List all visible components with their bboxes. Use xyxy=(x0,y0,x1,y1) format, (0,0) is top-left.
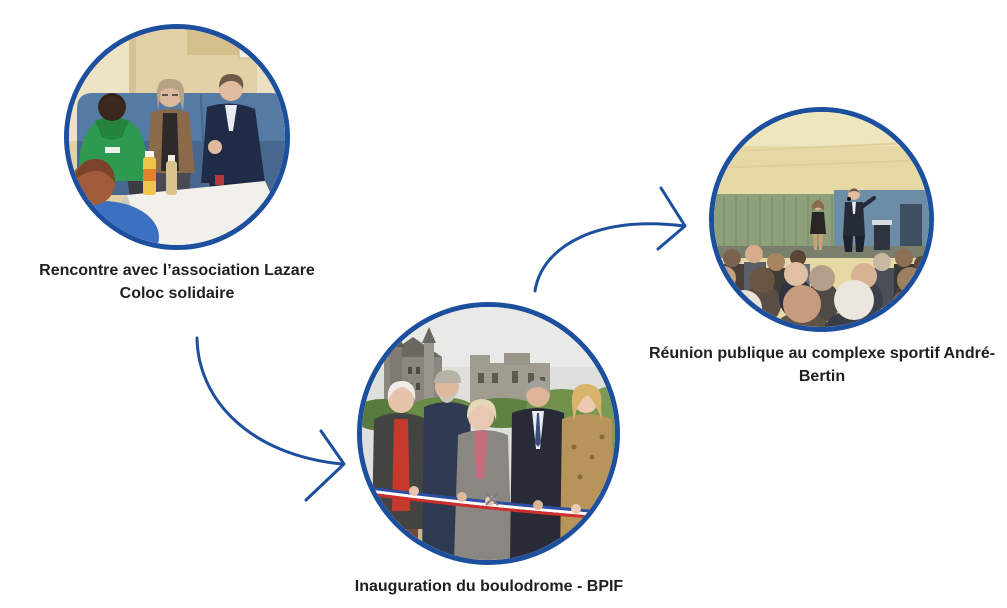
person-woman-center xyxy=(454,399,512,560)
event-photo-public-meeting xyxy=(709,107,934,332)
speaker-woman xyxy=(810,200,826,250)
person-man-suit xyxy=(510,379,568,560)
curved-arrow-icon xyxy=(195,336,346,502)
event-caption: Inauguration du boulodrome - BPIF xyxy=(354,578,624,595)
bottles xyxy=(143,151,224,195)
event-caption: Rencontre avec l’association Lazare Colo… xyxy=(39,262,315,302)
door-frame xyxy=(129,29,136,141)
scissors-icon xyxy=(485,492,499,506)
light-switch xyxy=(238,44,251,59)
speaker-man-microphone xyxy=(843,188,876,252)
ceiling-beam xyxy=(187,29,285,55)
event-caption: Réunion publique au complexe sportif And… xyxy=(648,345,996,385)
photo-scene xyxy=(69,29,285,245)
event-photo-boulodrome-inauguration xyxy=(357,302,620,565)
ceiling-lines xyxy=(714,141,929,169)
doorway xyxy=(900,204,922,256)
photo-scene xyxy=(714,112,929,327)
photo-scene xyxy=(362,307,615,560)
event-photo-lazare-meeting xyxy=(64,24,290,250)
gym-ceiling xyxy=(714,112,929,146)
stage-stand xyxy=(872,220,892,250)
curved-arrow-icon xyxy=(533,186,687,293)
